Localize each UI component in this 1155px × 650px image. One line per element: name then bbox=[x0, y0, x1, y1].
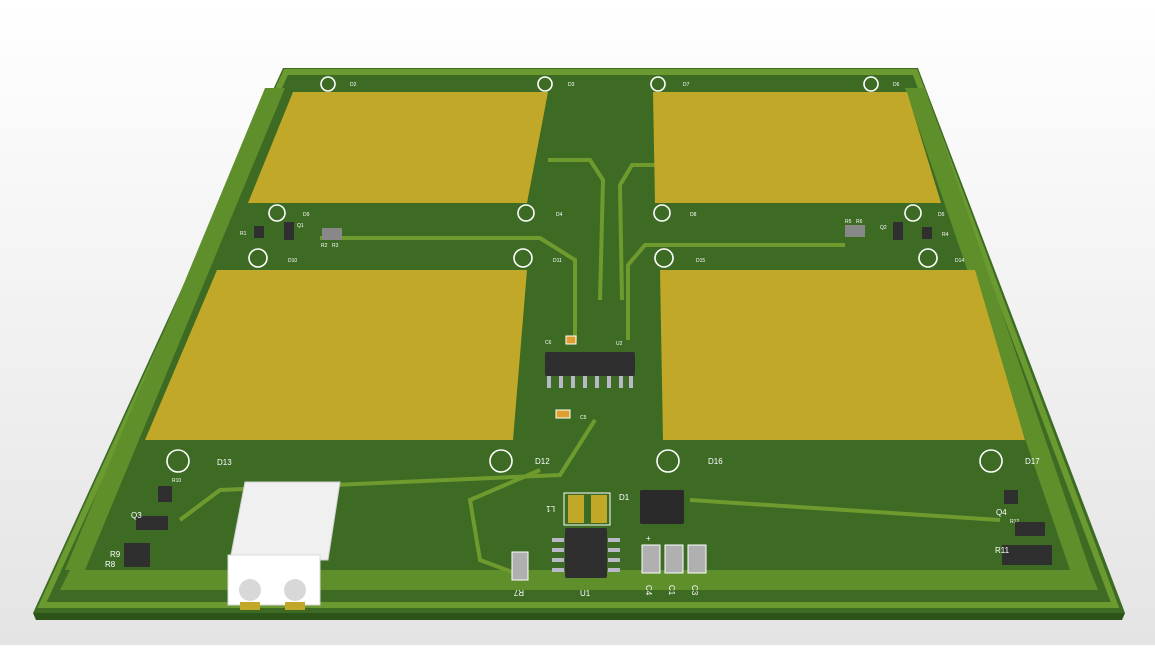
capacitor-c1 bbox=[664, 544, 684, 574]
trace bbox=[548, 158, 606, 301]
label-r6: R6 bbox=[856, 219, 863, 225]
resistor-r7 bbox=[511, 551, 529, 581]
label-plus: + bbox=[646, 534, 651, 543]
label-r2: R2 bbox=[321, 243, 328, 249]
capacitor-c4 bbox=[641, 544, 661, 574]
label-d7: D7 bbox=[683, 82, 690, 88]
label-c1: C1 bbox=[667, 585, 676, 596]
capacitor-c3 bbox=[687, 544, 707, 574]
trace bbox=[689, 498, 1001, 522]
resistors-r8-r9 bbox=[124, 543, 150, 567]
label-d16: D16 bbox=[708, 457, 723, 466]
label-r3: R3 bbox=[332, 243, 339, 249]
label-d5: D5 bbox=[938, 212, 945, 218]
label-q1: Q1 bbox=[297, 223, 304, 229]
label-r4: R4 bbox=[942, 232, 949, 238]
label-d6: D6 bbox=[893, 82, 900, 88]
label-d3: D3 bbox=[568, 82, 575, 88]
label-l1: L1 bbox=[546, 504, 555, 513]
label-d17: D17 bbox=[1025, 457, 1040, 466]
transistor-q3 bbox=[136, 516, 168, 530]
label-q2: Q2 bbox=[880, 225, 887, 231]
label-d14: D14 bbox=[955, 258, 964, 264]
ground-pour-right bbox=[905, 88, 1090, 570]
label-c5: C5 bbox=[580, 415, 587, 421]
label-c6: C6 bbox=[545, 340, 552, 346]
label-c3: C3 bbox=[690, 585, 699, 596]
label-q3: Q3 bbox=[131, 511, 142, 520]
trace bbox=[626, 243, 845, 340]
label-u2: U2 bbox=[616, 341, 623, 347]
diode-d1 bbox=[640, 490, 684, 524]
transistor-q4 bbox=[1015, 522, 1045, 536]
capacitor-c6 bbox=[565, 335, 577, 345]
ground-pour-left bbox=[65, 88, 285, 570]
label-u1: U1 bbox=[580, 589, 591, 598]
label-r12: R12 bbox=[1010, 519, 1019, 525]
resistor-r1 bbox=[254, 226, 264, 238]
trace bbox=[617, 163, 655, 301]
resistor-pair-r5-r6 bbox=[845, 225, 865, 237]
led-footprints bbox=[166, 76, 1003, 473]
inductor-l1-outline bbox=[563, 492, 611, 526]
ic-u2 bbox=[545, 352, 635, 376]
label-q4: Q4 bbox=[996, 508, 1007, 517]
ic-u1 bbox=[565, 528, 607, 578]
label-d1: D1 bbox=[619, 493, 630, 502]
trace bbox=[178, 418, 597, 522]
label-d4: D4 bbox=[556, 212, 563, 218]
board-outline-ring bbox=[37, 69, 1120, 608]
resistors-r11-r10 bbox=[1002, 545, 1052, 565]
label-c4: C4 bbox=[644, 585, 653, 596]
copper-plate-bottom-left bbox=[145, 270, 527, 440]
resistor-pair-r2-r3 bbox=[322, 228, 342, 240]
label-d9: D9 bbox=[303, 212, 310, 218]
label-r9: R9 bbox=[110, 550, 121, 559]
resistor-r12 bbox=[1004, 490, 1018, 504]
ic-u2-pins bbox=[547, 376, 633, 388]
resistor-r4 bbox=[922, 227, 932, 239]
inductor-l1-pad bbox=[568, 495, 584, 523]
board bbox=[33, 68, 1125, 613]
capacitor-c5 bbox=[555, 409, 571, 419]
label-r5: R5 bbox=[845, 219, 852, 225]
trace bbox=[320, 236, 577, 340]
label-r11: R11 bbox=[995, 546, 1010, 555]
inductor-l1-pad bbox=[591, 495, 607, 523]
label-d11: D11 bbox=[553, 258, 562, 264]
copper-plate-top-left bbox=[248, 92, 548, 203]
transistor-q1 bbox=[284, 222, 294, 240]
trace bbox=[467, 468, 541, 577]
copper-plate-bottom-right bbox=[660, 270, 1025, 440]
label-d2: D2 bbox=[350, 82, 357, 88]
label-d15: D15 bbox=[696, 258, 705, 264]
label-r8: R8 bbox=[105, 560, 116, 569]
board-edge bbox=[33, 613, 1125, 620]
label-d8: D8 bbox=[690, 212, 697, 218]
label-r10: R10 bbox=[172, 478, 181, 484]
label-d13: D13 bbox=[217, 458, 232, 467]
terminal-block-connector bbox=[227, 481, 341, 610]
transistor-q2 bbox=[893, 222, 903, 240]
label-d12: D12 bbox=[535, 457, 550, 466]
resistor-r10-left bbox=[158, 486, 172, 502]
label-d10: D10 bbox=[288, 258, 297, 264]
copper-plate-top-right bbox=[653, 92, 941, 203]
ic-u1-pins bbox=[552, 538, 620, 572]
label-r7: R7 bbox=[513, 588, 524, 597]
label-r1: R1 bbox=[240, 231, 247, 237]
